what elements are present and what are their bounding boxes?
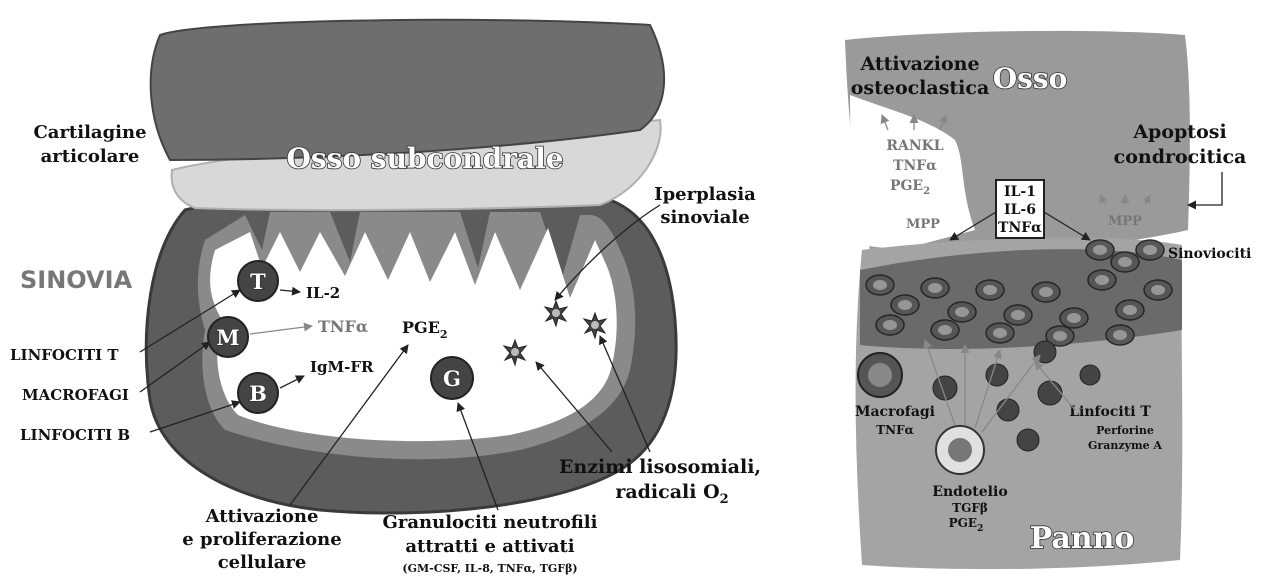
synovia-label: SINOVIA bbox=[20, 266, 133, 294]
macrophage-cell bbox=[858, 353, 902, 397]
cartilage-label-2: articolare bbox=[41, 146, 140, 167]
right-bone-label: Osso bbox=[993, 62, 1068, 95]
svg-text:G: G bbox=[443, 366, 461, 391]
il6-label: IL-6 bbox=[1004, 202, 1036, 218]
activation-label-1: Attivazione bbox=[205, 506, 319, 527]
hyperplasia-label-2: sinoviale bbox=[660, 207, 749, 228]
apoptosis-label-2: condrocitica bbox=[1114, 146, 1247, 168]
pannus-label: Panno bbox=[1030, 521, 1135, 556]
svg-text:M: M bbox=[216, 325, 239, 350]
il1-label: IL-1 bbox=[1004, 184, 1036, 200]
macrophages-label: Macrofagi bbox=[855, 404, 935, 420]
endothelial-cell bbox=[936, 426, 984, 474]
osteoclast-label-1: Attivazione bbox=[859, 53, 979, 75]
activation-label-3: cellulare bbox=[218, 552, 307, 573]
granzyme-label: Granzyme A bbox=[1088, 439, 1162, 452]
tnfa-label: TNFα bbox=[318, 317, 368, 336]
macro-label: MACROFAGI bbox=[22, 386, 129, 404]
cartilage-label-1: Cartilagine bbox=[33, 122, 146, 143]
mpp-left-label: MPP bbox=[906, 217, 940, 232]
osteoclast-label-2: osteoclastica bbox=[851, 77, 990, 99]
right-pannus-diagram: Osso Attivazione osteoclastica Apoptosi … bbox=[845, 31, 1251, 569]
tgfb-label: TGFβ bbox=[952, 501, 988, 515]
hyperplasia-label-1: Iperplasia bbox=[654, 184, 756, 205]
svg-text:T: T bbox=[250, 269, 266, 294]
granulocytes-small: (GM-CSF, IL-8, TNFα, TGFβ) bbox=[402, 562, 577, 575]
t-cell: T bbox=[238, 261, 278, 301]
endothelium-label: Endotelio bbox=[932, 484, 1007, 500]
rankl-label: RANKL bbox=[886, 138, 943, 154]
box-tnfa-label: TNFα bbox=[998, 220, 1042, 236]
enzymes-label-2: radicali O2 bbox=[615, 481, 728, 507]
igm-label: IgM-FR bbox=[310, 358, 374, 376]
right-tnfa-label: TNFα bbox=[893, 158, 937, 174]
b-cell: B bbox=[238, 373, 278, 413]
g-cell: G bbox=[431, 357, 473, 399]
perforine-label: Perforine bbox=[1096, 424, 1154, 437]
granulocytes-label-2: attratti e attivati bbox=[405, 536, 574, 557]
macrophages-tnf-label: TNFα bbox=[876, 423, 914, 437]
apoptosis-label-1: Apoptosi bbox=[1132, 121, 1226, 143]
activation-label-2: e proliferazione bbox=[182, 529, 341, 550]
granulocytes-label-1: Granulociti neutrofili bbox=[383, 512, 598, 533]
enzymes-label-1: Enzimi lisosomiali, bbox=[559, 456, 761, 478]
il2-label: IL-2 bbox=[306, 284, 340, 302]
left-joint-diagram: Osso subcondrale Cartilagine articolare … bbox=[10, 20, 761, 575]
bone-label: Osso subcondrale bbox=[286, 142, 563, 175]
mpp-right-label: MPP bbox=[1108, 214, 1142, 229]
lymph-t-right-label: Linfociti T bbox=[1069, 404, 1151, 420]
svg-text:B: B bbox=[249, 381, 267, 406]
lymph-t-label: LINFOCITI T bbox=[10, 346, 119, 364]
m-cell: M bbox=[208, 317, 248, 357]
synoviocytes-label: Sinoviociti bbox=[1168, 246, 1251, 262]
lymph-b-label: LINFOCITI B bbox=[20, 426, 130, 444]
apoptosis-arrow bbox=[1188, 172, 1222, 205]
